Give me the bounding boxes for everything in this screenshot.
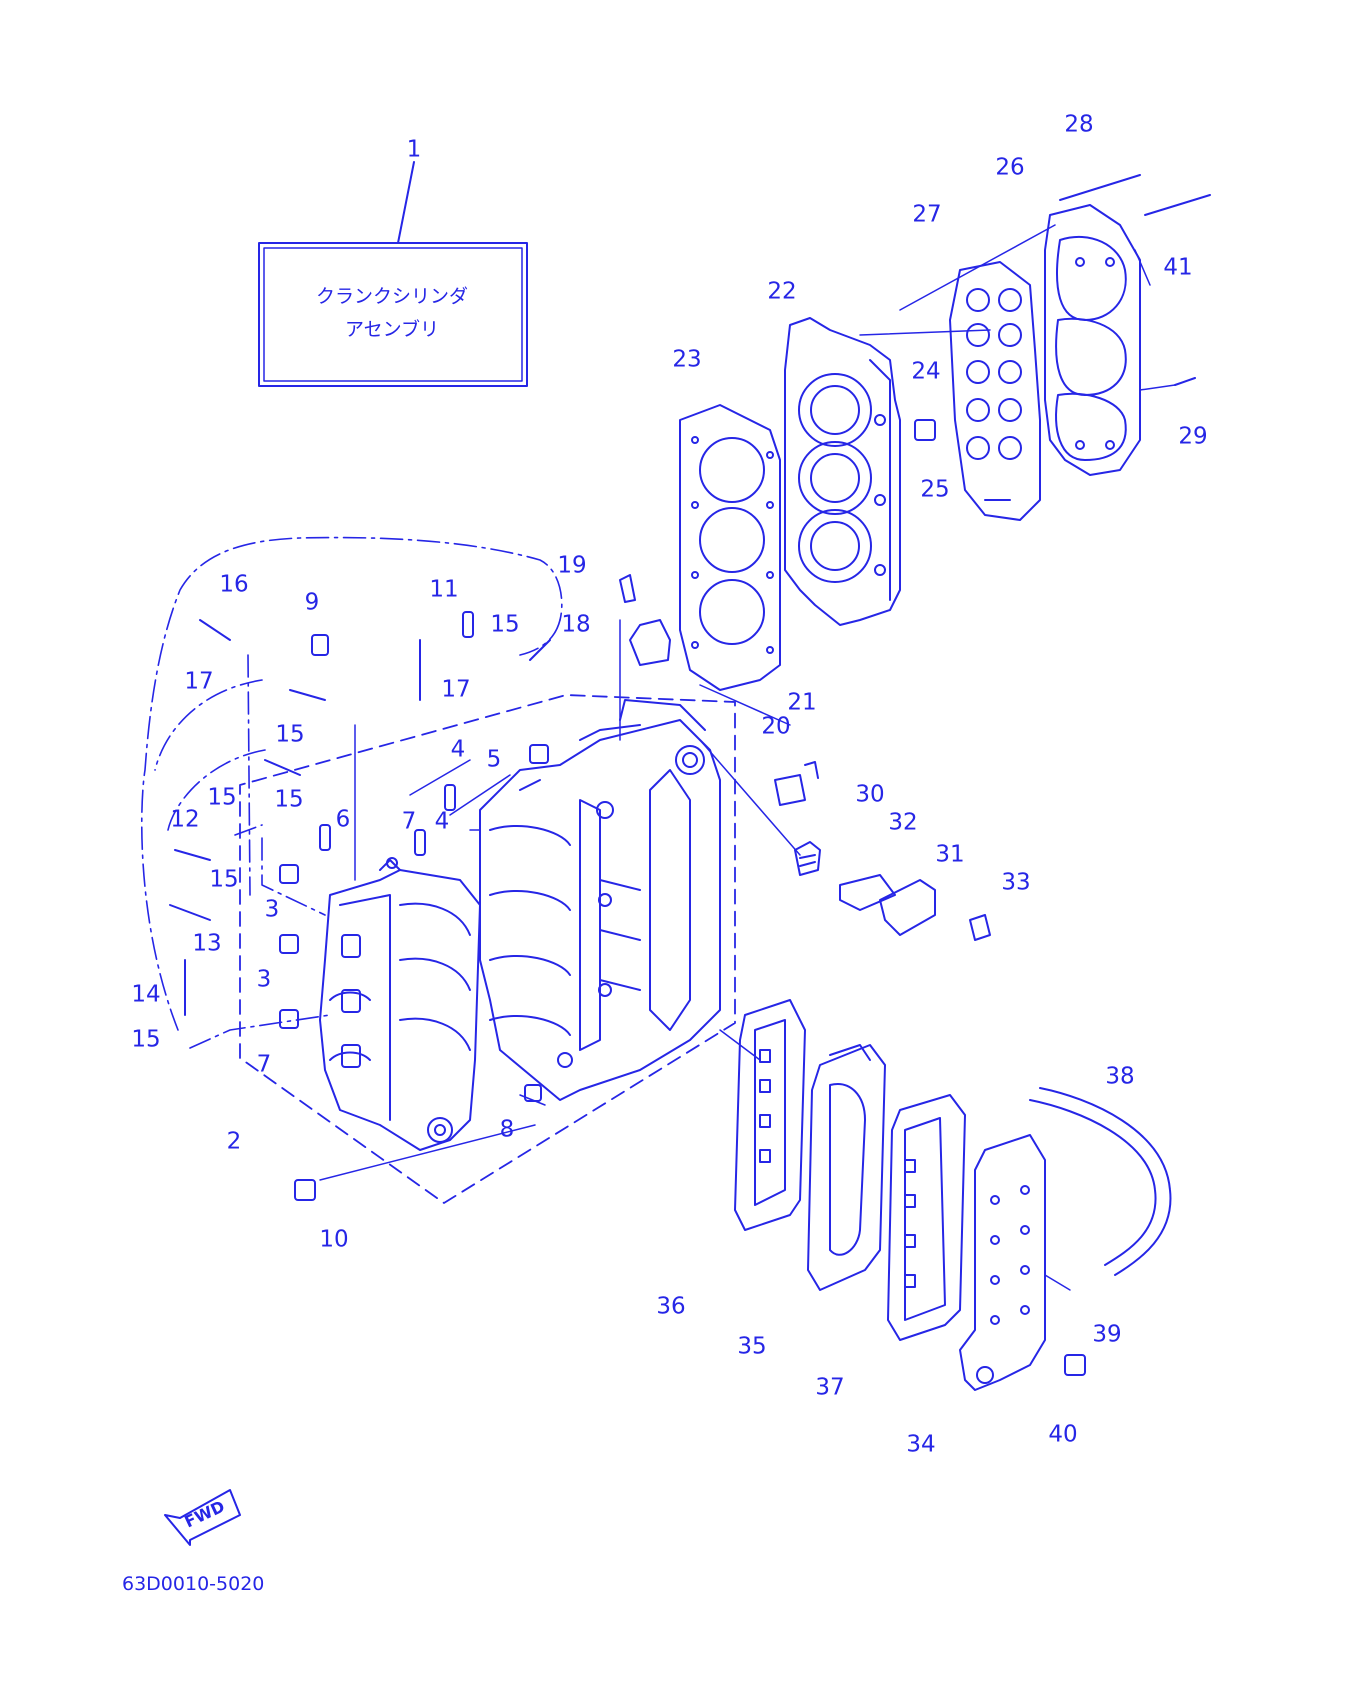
water-hose: [1029, 1087, 1172, 1276]
callout-18: 18: [561, 612, 590, 638]
callout-24: 24: [911, 359, 940, 385]
callout-15: 15: [490, 612, 519, 638]
callout-29: 29: [1178, 424, 1207, 450]
fwd-label: FWD: [182, 1497, 228, 1532]
drawing-code: 63D0010-5020: [122, 1573, 264, 1595]
callout-2: 2: [227, 1129, 242, 1155]
callout-4: 4: [451, 737, 466, 763]
callout-23: 23: [672, 347, 701, 373]
callout-40: 40: [1048, 1422, 1077, 1448]
callout-4: 4: [435, 809, 450, 835]
leader-lines: [319, 224, 1176, 1291]
callout-34: 34: [906, 1432, 935, 1458]
callout-16: 16: [219, 572, 248, 598]
head-cover-gasket: [949, 261, 1041, 521]
callout-35: 35: [737, 1334, 766, 1360]
callout-37: 37: [815, 1375, 844, 1401]
callout-17: 17: [441, 677, 470, 703]
callout-25: 25: [920, 477, 949, 503]
callout-21: 21: [787, 690, 816, 716]
exhaust-outer-cover: [959, 1134, 1046, 1391]
callout-8: 8: [500, 1117, 515, 1143]
callout-39: 39: [1092, 1322, 1121, 1348]
callout-15: 15: [209, 867, 238, 893]
callout-41: 41: [1163, 255, 1192, 281]
callout-6: 6: [336, 807, 351, 833]
callout-26: 26: [995, 155, 1024, 181]
callout-22: 22: [767, 279, 796, 305]
callout-3: 3: [257, 967, 272, 993]
callout-9: 9: [305, 590, 320, 616]
exhaust-inner-gasket: [734, 999, 806, 1231]
callout-32: 32: [888, 810, 917, 836]
crankcase: [319, 857, 481, 1151]
callout-7: 7: [402, 809, 417, 835]
head-gasket: [679, 404, 781, 691]
callout-36: 36: [656, 1294, 685, 1320]
callout-33: 33: [1001, 870, 1030, 896]
crankcase-assembly-boundary: [239, 694, 736, 1204]
anode-clip: [774, 761, 819, 806]
callout-31: 31: [935, 842, 964, 868]
hose-routing-lines: [141, 536, 563, 1049]
callout-27: 27: [912, 202, 941, 228]
thermostat-group: [794, 841, 991, 941]
callout-10: 10: [319, 1227, 348, 1253]
assembly-title-box: [258, 161, 528, 387]
callout-15: 15: [131, 1027, 160, 1053]
callout-5: 5: [487, 747, 502, 773]
title-box-text: クランクシリンダ アセンブリ: [316, 286, 468, 341]
callout-labels: 1 2 3 3 4 4 5 6 7 7 8 9 10 11 12 13 14 1…: [131, 112, 1207, 1458]
callout-13: 13: [192, 931, 221, 957]
callout-15: 15: [275, 722, 304, 748]
callout-15: 15: [274, 787, 303, 813]
callout-7: 7: [257, 1052, 272, 1078]
callout-14: 14: [131, 982, 160, 1008]
callout-11: 11: [429, 577, 458, 603]
callout-30: 30: [855, 782, 884, 808]
mounting-bracket: [619, 574, 671, 666]
small-parts: [169, 174, 1211, 1376]
assembly-title-line1: クランクシリンダ: [316, 286, 468, 308]
fwd-arrow-icon: [164, 1489, 241, 1546]
callout-3: 3: [265, 897, 280, 923]
cylinder-block: [479, 699, 721, 1101]
callout-17: 17: [184, 669, 213, 695]
callout-12: 12: [170, 807, 199, 833]
exhaust-outer-gasket: [887, 1094, 966, 1341]
callout-38: 38: [1105, 1064, 1134, 1090]
assembly-title-line2: アセンブリ: [345, 318, 439, 341]
callout-1: 1: [407, 137, 422, 163]
cylinder-head: [784, 317, 901, 626]
exhaust-inner-cover: [807, 1044, 886, 1291]
callout-20: 20: [761, 714, 790, 740]
callout-15: 15: [207, 785, 236, 811]
callout-28: 28: [1064, 112, 1093, 138]
callout-19: 19: [557, 553, 586, 579]
head-cover: [1044, 204, 1141, 476]
